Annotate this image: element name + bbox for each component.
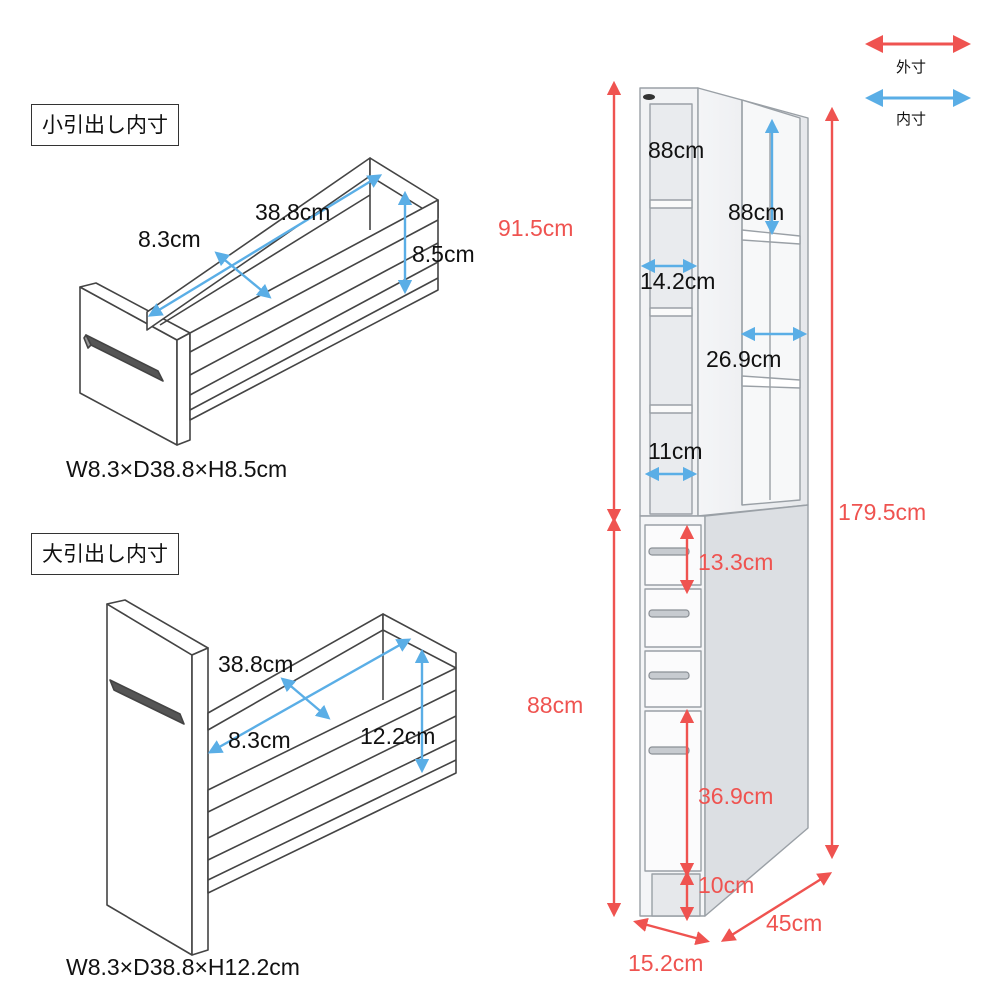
drawer-small-height: 13.3cm <box>698 549 773 575</box>
small-drawer-height: 8.5cm <box>412 241 475 267</box>
cabinet-inner-arrows <box>640 118 808 482</box>
cabinet-outer-arrows <box>606 80 840 946</box>
inner-shelf-right-height: 88cm <box>728 199 784 225</box>
outer-width: 15.2cm <box>628 950 703 976</box>
small-drawer-title: 小引出し内寸 <box>31 104 179 146</box>
cabinet-drawer-handles <box>648 547 690 755</box>
outer-upper-height: 91.5cm <box>498 215 573 241</box>
legend: 外寸 内寸 <box>865 35 971 128</box>
legend-inner-label: 内寸 <box>896 110 926 128</box>
small-drawer-inner-arrows <box>147 174 413 317</box>
small-drawer-width: 8.3cm <box>138 226 201 252</box>
large-drawer-caption: W8.3×D38.8×H12.2cm <box>66 954 300 980</box>
plinth-height: 10cm <box>698 872 754 898</box>
small-drawer-depth: 38.8cm <box>255 199 330 225</box>
large-drawer-title: 大引出し内寸 <box>31 533 179 575</box>
inner-shelf-bottom-width: 11cm <box>648 438 703 464</box>
outer-total-height: 179.5cm <box>838 499 926 525</box>
large-drawer-inner-arrows <box>207 638 430 774</box>
brand-badge-icon <box>643 94 655 100</box>
outer-depth: 45cm <box>766 910 822 936</box>
drawer-large-height: 36.9cm <box>698 783 773 809</box>
large-drawer-height: 12.2cm <box>360 723 435 749</box>
outer-lower-height: 88cm <box>527 692 583 718</box>
inner-shelf-right-width: 26.9cm <box>706 346 781 372</box>
large-drawer-depth: 38.8cm <box>218 651 293 677</box>
legend-outer-label: 外寸 <box>896 58 926 76</box>
large-drawer-width: 8.3cm <box>228 727 291 753</box>
inner-shelf-left-width: 14.2cm <box>640 268 715 294</box>
inner-shelf-left-height: 88cm <box>648 137 704 163</box>
small-drawer-caption: W8.3×D38.8×H8.5cm <box>66 456 288 482</box>
